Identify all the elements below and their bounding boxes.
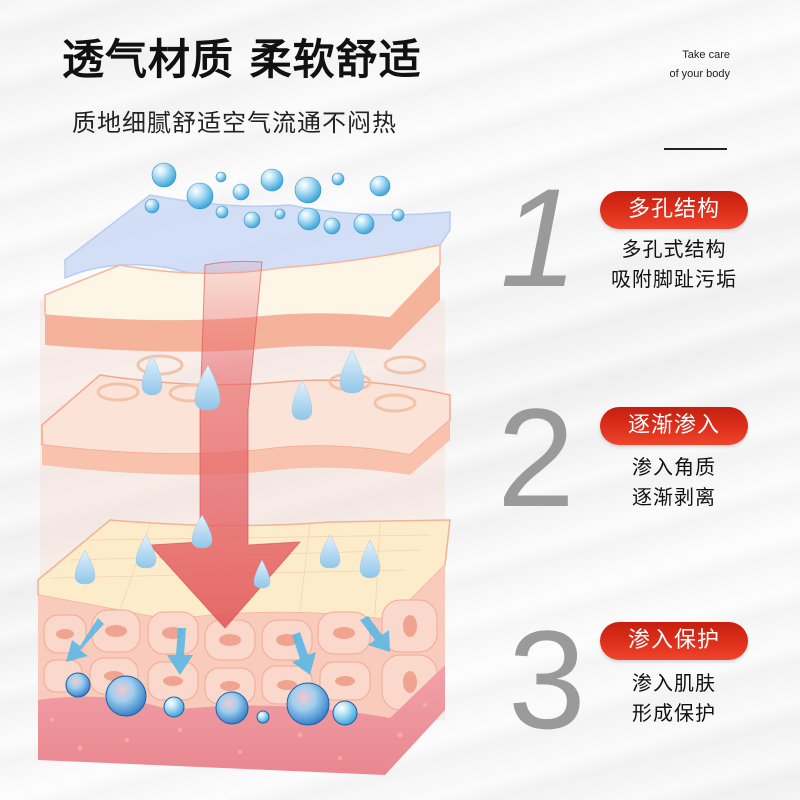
step-1-badge: 多孔结构 <box>600 191 748 229</box>
step-2-badge: 逐渐渗入 <box>600 407 748 445</box>
step-3-description: 渗入肌肤 形成保护 <box>600 668 748 728</box>
step-1-description: 多孔式结构 吸附脚趾污垢 <box>600 234 748 294</box>
tagline-line-2: of your body <box>669 68 730 80</box>
step-3-number: 3 <box>508 601 586 758</box>
step-3-desc-line-2: 形成保护 <box>632 701 716 725</box>
step-2-description: 渗入角质 逐渐剥离 <box>600 452 748 512</box>
step-3-badge: 渗入保护 <box>600 622 748 660</box>
step-3-desc-line-1: 渗入肌肤 <box>632 671 716 695</box>
step-1-desc-line-1: 多孔式结构 <box>621 237 727 261</box>
page-subtitle: 质地细腻舒适空气流通不闷热 <box>72 109 397 137</box>
step-2-desc-line-2: 逐渐剥离 <box>632 485 716 509</box>
step-1-number: 1 <box>500 159 578 316</box>
step-2-number: 2 <box>497 379 575 536</box>
skin-layer-illustration <box>37 162 451 775</box>
tagline-divider <box>664 148 727 150</box>
step-1-desc-line-2: 吸附脚趾污垢 <box>611 267 737 291</box>
step-2-desc-line-1: 渗入角质 <box>632 455 716 479</box>
tagline: Take care of your body <box>640 46 730 84</box>
page-title: 透气材质 柔软舒适 <box>62 35 422 84</box>
tagline-line-1: Take care <box>682 49 730 61</box>
